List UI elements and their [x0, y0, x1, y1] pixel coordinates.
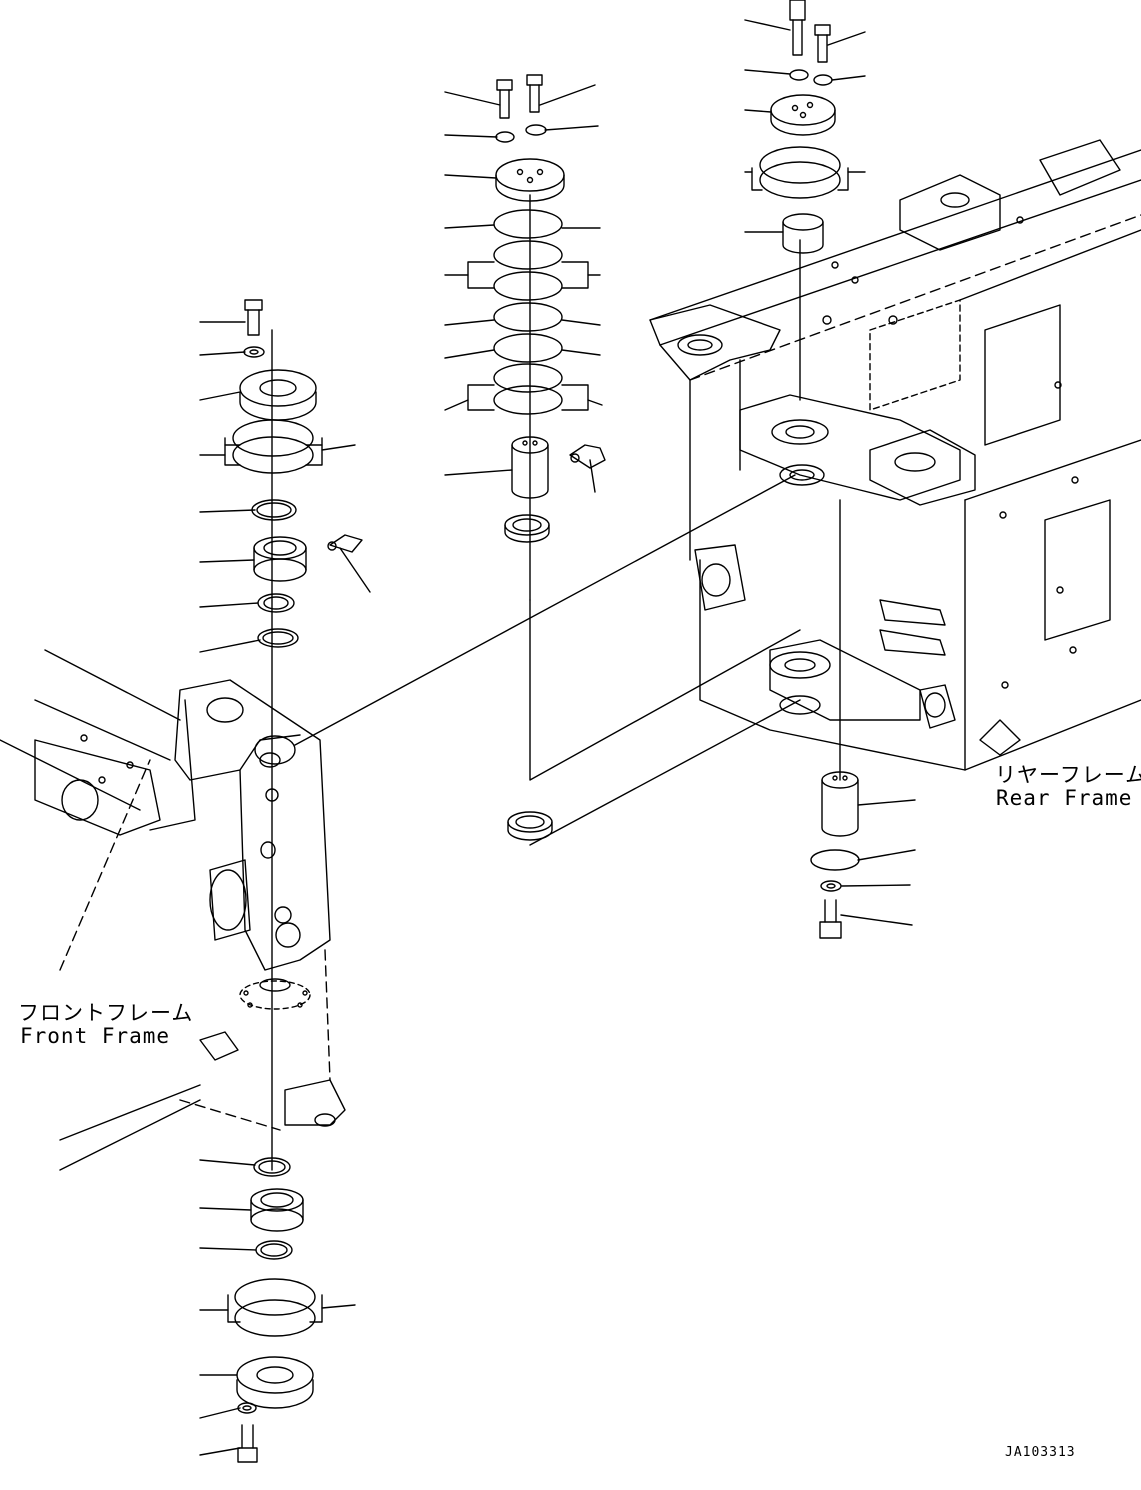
right-lower-stack [811, 772, 859, 938]
rear-frame-label-jp: リヤーフレーム [995, 763, 1141, 787]
leader-lines [200, 20, 915, 1455]
front-frame-label-en: Front Frame [20, 1024, 171, 1048]
front-frame [0, 650, 345, 1170]
front-frame-label-jp: フロントフレーム [18, 1001, 194, 1025]
center-stack [468, 75, 605, 840]
left-lower-stack [228, 1158, 322, 1462]
right-upper-stack [752, 0, 848, 253]
rear-frame [650, 140, 1141, 770]
drawing-code: JA103313 [1005, 1445, 1076, 1460]
rear-frame-label-en: Rear Frame [996, 786, 1133, 810]
assembly-center-lines [272, 195, 840, 1170]
